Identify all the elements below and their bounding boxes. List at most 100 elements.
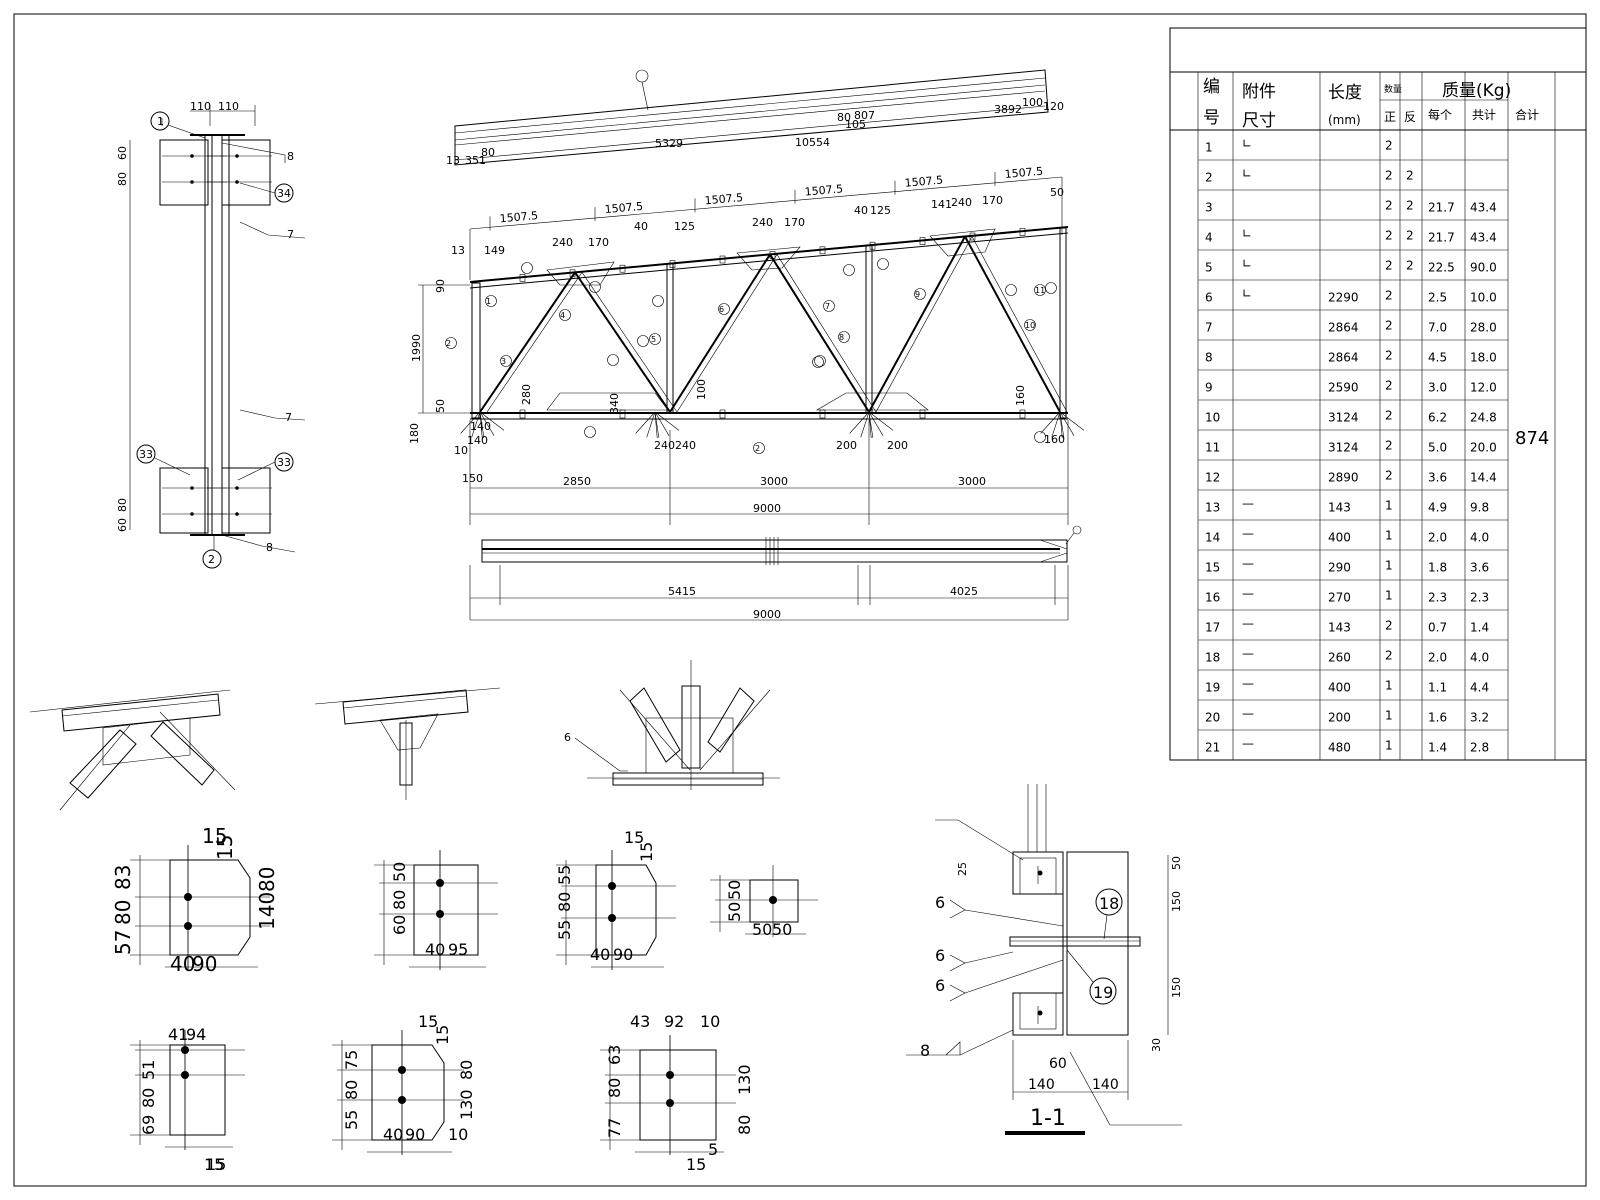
ev-dim-60t: 60 [116, 146, 129, 160]
row-9-length: 2590 [1328, 381, 1359, 395]
row-20-qty-pos: 1 [1385, 709, 1393, 723]
header-mass-total: 共计 [1472, 108, 1496, 122]
truss-callout [1024, 319, 1036, 331]
truss-callout [843, 264, 855, 276]
row-6-spec: ∟ [1242, 287, 1252, 301]
truss-panel-dim: 1507.5 [1004, 165, 1043, 181]
sec-dim-25: 25 [956, 862, 969, 876]
ev-weld-2: 7 [287, 228, 294, 241]
truss-lower-5415: 5415 [668, 585, 696, 598]
truss-top-dim-105: 105 [845, 118, 866, 131]
truss-callout-label-6: 6 [719, 305, 724, 314]
truss-callout [607, 354, 619, 366]
row-20-no: 20 [1205, 711, 1220, 725]
truss-bottom-node-dim: 280 [520, 384, 533, 405]
ev-callout-1: 1 [157, 115, 164, 128]
row-9-total: 12.0 [1470, 381, 1497, 395]
row-19-no: 19 [1205, 681, 1220, 695]
row-6-length: 2290 [1328, 291, 1359, 305]
bolt-hole [184, 922, 192, 930]
row-19-qty-pos: 1 [1385, 679, 1393, 693]
row-6-no: 6 [1205, 291, 1213, 305]
row-3-qty-pos: 2 [1385, 199, 1393, 213]
sec-callout-18: 18 [1099, 894, 1119, 913]
row-19-each: 1.1 [1428, 681, 1447, 695]
row-9-qty-pos: 2 [1385, 379, 1393, 393]
truss-bottom-node-dim: 200 [836, 439, 857, 452]
plate-dim: 75 [342, 1050, 361, 1070]
row-18-length: 260 [1328, 651, 1351, 665]
row-17-each: 0.7 [1428, 621, 1447, 635]
truss-span-total: 9000 [753, 502, 781, 515]
truss-callout [589, 281, 601, 293]
row-9-each: 3.0 [1428, 381, 1447, 395]
plate-dim: 15 [206, 1155, 226, 1174]
truss-node-dim: 50 [1050, 186, 1064, 199]
truss-dim-1990: 1990 [410, 334, 423, 362]
row-18-spec: — [1242, 647, 1254, 661]
plate-dim: 57 [111, 930, 135, 955]
plate-dim: 15 [624, 828, 644, 847]
row-5-qty-rev: 2 [1406, 259, 1414, 273]
row-19-total: 4.4 [1470, 681, 1489, 695]
plate-dim: 90 [613, 945, 633, 964]
header-qty: 数量 [1384, 83, 1402, 95]
truss-callout [521, 262, 533, 274]
truss-node-dim: 240 [951, 196, 972, 209]
plate-dim: 40 [590, 945, 610, 964]
truss-node-dim: 125 [674, 220, 695, 233]
header-length-unit: (mm) [1328, 113, 1361, 127]
row-18-qty-pos: 2 [1385, 649, 1393, 663]
row-7-qty-pos: 2 [1385, 319, 1393, 333]
row-8-length: 2864 [1328, 351, 1359, 365]
row-19-length: 400 [1328, 681, 1351, 695]
plate-dim: 15 [418, 1012, 438, 1031]
truss-callout-label-8: 8 [839, 333, 844, 342]
ev-dim-80b: 80 [116, 498, 129, 512]
plate-dim: 80 [390, 890, 409, 910]
truss-top-dim-13: 13 [446, 154, 460, 167]
row-17-length: 143 [1328, 621, 1351, 635]
bolt-hole [608, 914, 616, 922]
node-detail-3: 6 [564, 660, 780, 790]
plate-dim: 80 [139, 1088, 158, 1108]
row-8-no: 8 [1205, 351, 1213, 365]
truss-bottom-node-dim: 160 [1044, 433, 1065, 446]
plate-dim: 60 [390, 915, 409, 935]
row-4-qty-rev: 2 [1406, 229, 1414, 243]
row-15-length: 290 [1328, 561, 1351, 575]
row-13-total: 9.8 [1470, 501, 1489, 515]
truss-top-dim-80b: 80 [837, 111, 851, 124]
row-11-total: 20.0 [1470, 441, 1497, 455]
truss-callout [753, 442, 765, 454]
row-2-no: 2 [1205, 171, 1213, 185]
truss-node-dim: 125 [870, 204, 891, 217]
truss-node-dim: 170 [982, 194, 1003, 207]
ev-dim-80t: 80 [116, 172, 129, 186]
plate-dim: 95 [448, 940, 468, 959]
truss-node-dim: 149 [484, 244, 505, 257]
row-10-total: 24.8 [1470, 411, 1497, 425]
row-11-qty-pos: 2 [1385, 439, 1393, 453]
row-4-no: 4 [1205, 231, 1213, 245]
truss-callout [500, 355, 512, 367]
row-19-spec: — [1242, 677, 1254, 691]
row-15-total: 3.6 [1470, 561, 1489, 575]
header-part-2: 尺寸 [1242, 111, 1276, 131]
row-15-each: 1.8 [1428, 561, 1447, 575]
truss-panel-dim: 1507.5 [704, 191, 743, 207]
row-15-spec: — [1242, 557, 1254, 571]
row-5-qty-pos: 2 [1385, 259, 1393, 273]
truss-callout [1005, 284, 1017, 296]
end-view: 110 110 60 80 80 60 1 34 33 33 2 [116, 100, 306, 569]
row-7-each: 7.0 [1428, 321, 1447, 335]
ev-bolt [190, 154, 194, 158]
row-21-each: 1.4 [1428, 741, 1447, 755]
row-5-total: 90.0 [1470, 261, 1497, 275]
row-14-spec: — [1242, 527, 1254, 541]
bolt-hole [398, 1096, 406, 1104]
row-16-no: 16 [1205, 591, 1220, 605]
row-20-length: 200 [1328, 711, 1351, 725]
